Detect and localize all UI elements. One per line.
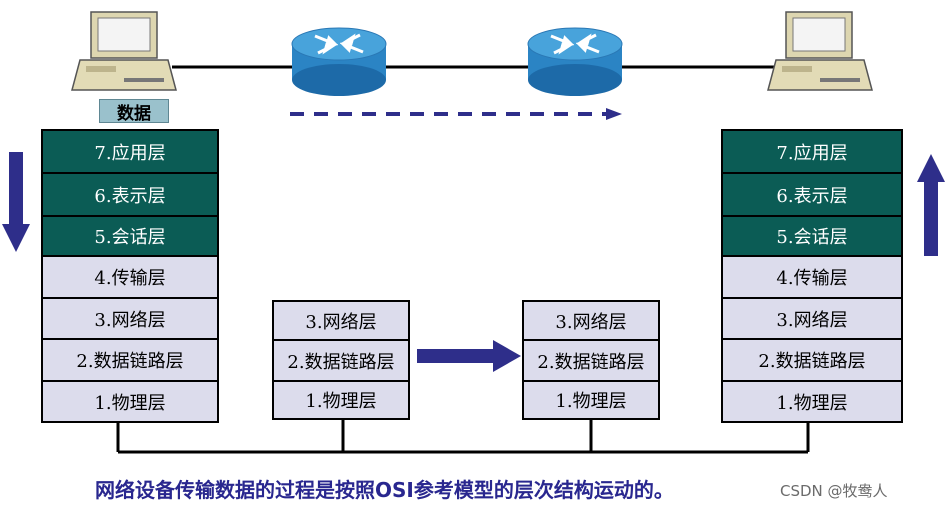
network-layer: 3.网络层 [43, 299, 217, 340]
dashed-flow-arrow [290, 108, 622, 120]
router-2-stack: 3.网络层 2.数据链路层 1.物理层 [522, 300, 660, 420]
application-layer: 7.应用层 [43, 131, 217, 174]
right-arrow-icon [417, 340, 521, 372]
data-label: 数据 [99, 99, 169, 124]
network-layer: 3.网络层 [524, 302, 658, 341]
network-layer: 3.网络层 [274, 302, 408, 341]
presentation-layer: 6.表示层 [43, 174, 217, 217]
router-1-stack: 3.网络层 2.数据链路层 1.物理层 [272, 300, 410, 420]
data-link-layer: 2.数据链路层 [274, 341, 408, 382]
caption: 网络设备传输数据的过程是按照OSI参考模型的层次结构运动的。 [95, 478, 674, 502]
physical-layer: 1.物理层 [305, 391, 377, 412]
router-1-icon [291, 27, 387, 96]
network-layer: 3.网络层 [723, 299, 901, 340]
physical-layer: 1.物理层 [94, 392, 166, 414]
up-arrow-icon [917, 154, 945, 256]
data-link-layer: 2.数据链路层 [524, 341, 658, 382]
physical-layer: 1.物理层 [555, 391, 627, 412]
left-osi-stack: 7.应用层 6.表示层 5.会话层 4.传输层 3.网络层 2.数据链路层 1.… [41, 129, 219, 423]
physical-layer: 1.物理层 [776, 392, 848, 414]
right-osi-stack: 7.应用层 6.表示层 5.会话层 4.传输层 3.网络层 2.数据链路层 1.… [721, 129, 903, 423]
left-computer-icon [71, 11, 177, 91]
right-computer-icon [767, 11, 873, 91]
down-arrow-icon [2, 152, 30, 252]
data-link-layer: 2.数据链路层 [43, 340, 217, 382]
watermark: CSDN @牧鸯人 [780, 482, 888, 500]
application-layer: 7.应用层 [723, 131, 901, 174]
router-2-icon [527, 27, 623, 96]
transport-layer: 4.传输层 [723, 257, 901, 299]
presentation-layer: 6.表示层 [723, 174, 901, 217]
session-layer: 5.会话层 [43, 217, 217, 257]
transport-layer: 4.传输层 [43, 257, 217, 299]
session-layer: 5.会话层 [723, 217, 901, 257]
data-link-layer: 2.数据链路层 [723, 340, 901, 382]
physical-link-line [116, 420, 810, 454]
